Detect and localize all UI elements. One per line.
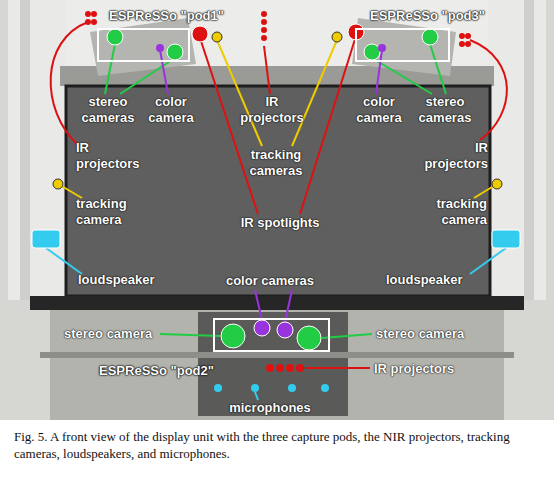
camera-label: tracking camera [412,196,487,228]
figure-caption: Fig. 5. A front view of the display unit… [14,428,540,462]
capture-pod-box: ESPReSSo "pod3" [355,28,450,62]
camera-label: tracking camera [76,196,146,228]
camera-label: stereo cameras [76,94,140,126]
capture-pod-box: ESPReSSo "pod2" [213,318,330,352]
camera-label: stereo camera [376,326,486,342]
speaker-label: loudspeaker [78,272,178,288]
projector-label: IR projectors [374,361,484,377]
capture-pod-box: ESPReSSo "pod1" [97,28,190,62]
camera-label: color cameras [210,273,330,289]
projector-label: IR projectors [418,140,488,172]
pod-name: ESPReSSo "pod2" [99,363,214,378]
spotlight-label: IR spotlights [215,215,345,231]
speaker-label: loudspeaker [386,272,486,288]
projector-label: IR projectors [76,140,146,172]
camera-label: stereo cameras [412,94,478,126]
camera-label: stereo camera [64,326,174,342]
projector-label: IR projectors [232,94,312,126]
camera-label: color camera [140,94,202,126]
pod-name: ESPReSSo "pod3" [370,8,485,23]
camera-label: tracking cameras [236,147,316,179]
camera-label: color camera [348,94,410,126]
microphone-label: microphones [215,400,325,416]
pod-name: ESPReSSo "pod1" [109,8,224,23]
